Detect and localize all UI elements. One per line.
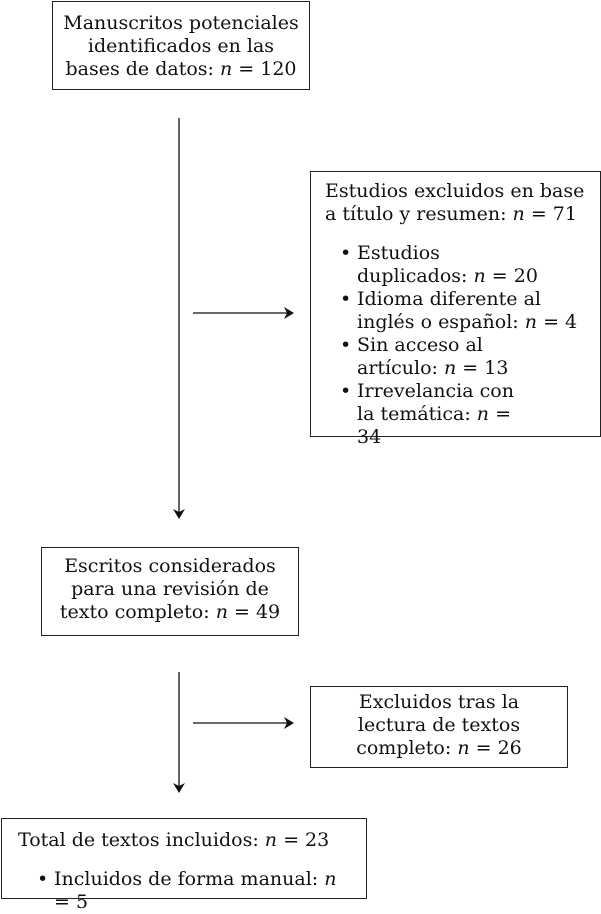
list-item: • Sin acceso al artículo: n = 13 <box>340 334 586 380</box>
reason-count: = 20 <box>491 265 538 287</box>
bullet: • <box>340 334 352 356</box>
n-symbol: n <box>215 601 228 623</box>
included-list: • Incluidos de forma manual: n = 5 <box>18 868 358 914</box>
n-symbol: n <box>524 311 538 333</box>
included-total-count: = 23 <box>283 829 330 851</box>
reason-count: = 13 <box>462 357 509 379</box>
included-total-box: Total de textos incluidos: n = 23 • Incl… <box>1 818 367 913</box>
identified-count: = 120 <box>238 58 297 80</box>
excluded-title-abstract-box: Estudios excluidos en base a título y re… <box>310 171 601 448</box>
excluded-full-text-text: Excluidos tras la lectura de textos comp… <box>325 691 553 760</box>
reason-count: = 4 <box>543 311 578 333</box>
reason-label: Irrevelancia con la temática: <box>357 380 514 425</box>
excluded-full-text-box: Excluidos tras la lectura de textos comp… <box>310 686 568 768</box>
excluded-full-text-label: Excluidos tras la lectura de textos comp… <box>356 691 521 759</box>
n-symbol: n <box>324 868 337 890</box>
included-manual-count: = 5 <box>54 891 89 913</box>
n-symbol: n <box>473 265 486 287</box>
bullet: • <box>37 868 49 890</box>
identified-records-text: Manuscritos potenciales identificados en… <box>61 12 301 81</box>
included-total-label: Total de textos incluidos: <box>18 829 259 851</box>
n-symbol: n <box>457 737 470 759</box>
n-symbol: n <box>476 403 490 425</box>
included-manual-label: Incluidos de forma manual: <box>54 868 319 890</box>
reason-count: = 34 <box>357 403 512 448</box>
full-text-review-box: Escritos considerados para una revisión … <box>41 547 299 636</box>
n-symbol: n <box>443 357 457 379</box>
full-text-review-text: Escritos considerados para una revisión … <box>54 555 286 624</box>
excluded-full-text-count: = 26 <box>475 737 522 759</box>
list-item: • Irrevelancia con la temática: n = 34 <box>340 380 586 449</box>
n-symbol: n <box>264 829 278 851</box>
excluded-title-text: Estudios excluidos en base a título y re… <box>325 180 592 226</box>
reason-label: Idioma diferente al inglés o español: <box>357 288 541 333</box>
bullet: • <box>340 288 352 310</box>
exclusion-reasons-list: • Estudios duplicados: n = 20 • Idioma d… <box>325 242 592 449</box>
bullet: • <box>340 380 352 402</box>
list-item: • Estudios duplicados: n = 20 <box>340 242 586 288</box>
bullet: • <box>340 242 352 264</box>
n-symbol: n <box>219 58 233 80</box>
full-text-count: = 49 <box>233 601 281 623</box>
n-symbol: n <box>512 203 525 225</box>
excluded-count: = 71 <box>530 203 577 225</box>
excluded-title-label: Estudios excluidos en base a título y re… <box>325 180 585 225</box>
list-item: • Incluidos de forma manual: n = 5 <box>37 868 358 914</box>
full-text-review-label: Escritos considerados para una revisión … <box>59 555 276 623</box>
reason-label: Sin acceso al artículo: <box>357 334 483 379</box>
reason-label: Estudios duplicados: <box>357 242 468 287</box>
identified-records-box: Manuscritos potenciales identificados en… <box>52 1 310 90</box>
included-total-text: Total de textos incluidos: n = 23 <box>18 829 358 852</box>
list-item: • Idioma diferente al inglés o español: … <box>340 288 586 334</box>
identified-records-label: Manuscritos potenciales identificados en… <box>63 12 299 80</box>
